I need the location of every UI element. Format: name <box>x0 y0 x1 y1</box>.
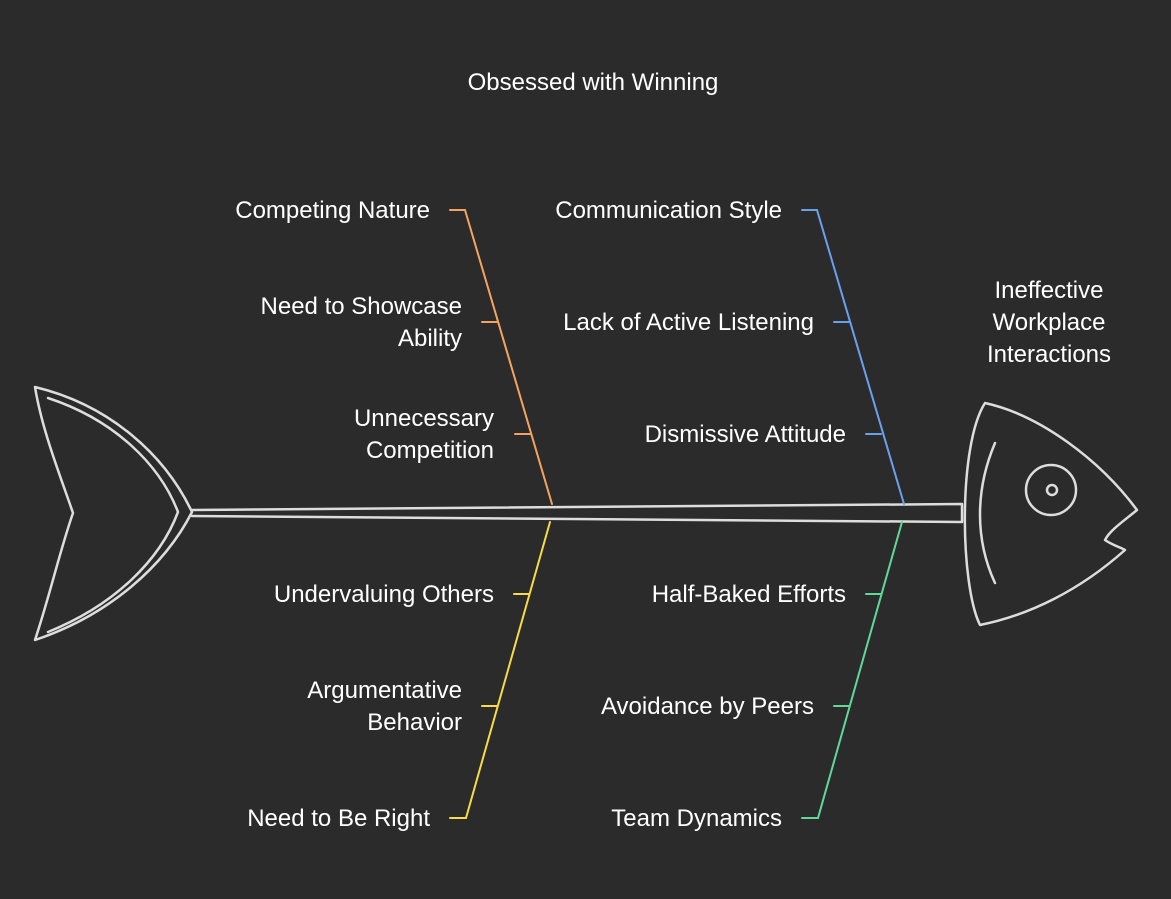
cause-label: Unnecessary <box>354 405 494 432</box>
cause-label: Behavior <box>367 709 462 736</box>
cause-label: Dismissive Attitude <box>645 421 846 448</box>
bone-line <box>449 521 551 819</box>
cause-label: Argumentative <box>307 677 462 704</box>
cause-label: Team Dynamics <box>611 805 782 832</box>
effect-line-2: Workplace <box>993 309 1106 336</box>
effect-line-1: Ineffective <box>995 277 1104 304</box>
fish-eye <box>1024 463 1078 517</box>
fish-spine <box>190 502 964 524</box>
cause-label: Need to Showcase <box>261 293 462 320</box>
cause-label: Ability <box>398 325 462 352</box>
bone-line <box>801 209 905 505</box>
effect-label: Ineffective Workplace Interactions <box>987 277 1111 368</box>
cause-label: Need to Be Right <box>247 805 430 832</box>
bone-line <box>801 521 903 819</box>
cause-label: Communication Style <box>555 197 782 224</box>
fish-tail <box>33 385 194 642</box>
cause-label: Half-Baked Efforts <box>652 581 846 608</box>
effect-line-3: Interactions <box>987 341 1111 368</box>
bone-top-right: Communication Style Lack of Active Liste… <box>555 197 905 505</box>
cause-label: Undervaluing Others <box>274 581 494 608</box>
bone-bottom-left: Undervaluing Others Argumentative Behavi… <box>247 521 551 832</box>
bone-top-left: Competing Nature Need to Showcase Abilit… <box>235 197 553 505</box>
bone-line <box>449 209 553 505</box>
diagram-title: Obsessed with Winning <box>468 69 719 96</box>
cause-label: Lack of Active Listening <box>563 309 814 336</box>
fish-pupil <box>1045 483 1059 497</box>
cause-label: Competition <box>366 437 494 464</box>
cause-label: Competing Nature <box>235 197 430 224</box>
fish-head <box>963 401 1139 627</box>
cause-label: Avoidance by Peers <box>601 693 814 720</box>
bone-bottom-right: Half-Baked Efforts Avoidance by Peers Te… <box>601 521 903 832</box>
